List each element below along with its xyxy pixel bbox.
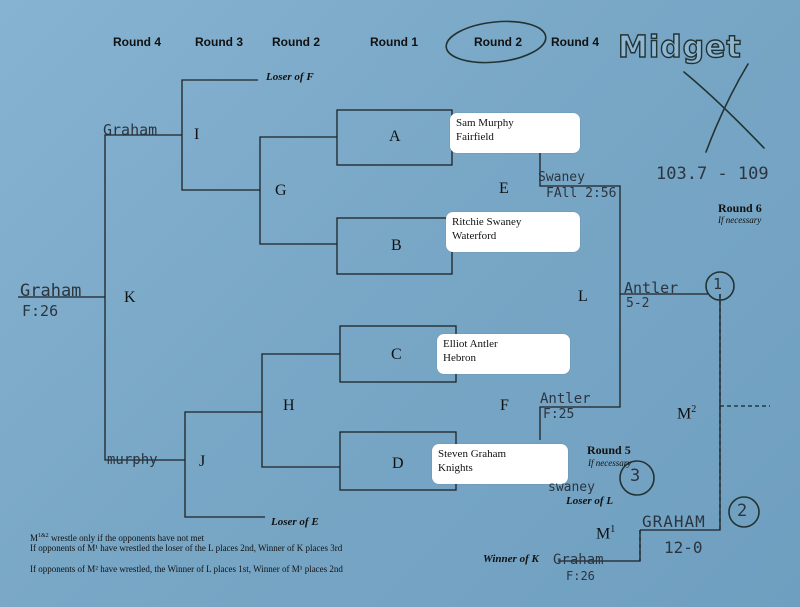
wrestler-card-c: Elliot Antler Hebron xyxy=(437,334,570,374)
header-round-2-right: Round 2 xyxy=(474,35,522,49)
note-loser-of-e: Loser of E xyxy=(271,516,319,528)
wrestler-card-d: Steven Graham Knights xyxy=(432,444,568,484)
bout-label-c: C xyxy=(391,346,402,363)
bout-label-m1: M1 xyxy=(596,524,616,543)
bout-label-g: G xyxy=(275,182,287,199)
handwritten-score-e: FAll 2:56 xyxy=(546,186,617,201)
bout-label-e: E xyxy=(499,180,509,197)
handwritten-place-3: 3 xyxy=(630,466,641,486)
handwritten-winner-i: Graham xyxy=(103,121,158,139)
wrestler-team: Waterford xyxy=(452,230,497,242)
header-round-1: Round 1 xyxy=(370,35,418,49)
handwritten-winner-k: Graham xyxy=(20,281,82,301)
note-winner-of-k: Winner of K xyxy=(483,553,539,565)
bout-label-b: B xyxy=(391,237,402,254)
wrestler-name: Steven Graham xyxy=(438,448,507,460)
handwritten-winner-l: Antler xyxy=(624,279,679,297)
handwritten-graham-m1: GRAHAM xyxy=(642,512,706,531)
handwritten-winner-f: Antler xyxy=(540,391,591,407)
wrestler-team: Hebron xyxy=(443,352,476,364)
handwritten-score-m1: 12-0 xyxy=(664,538,703,557)
footnote-2: If opponents of M¹ have wrestled the los… xyxy=(30,543,343,553)
handwritten-winner-j: murphy xyxy=(107,452,158,468)
wrestler-name: Sam Murphy xyxy=(456,117,514,129)
handwritten-winner-e: Swaney xyxy=(538,170,585,185)
footnote-3: If opponents of M² have wrestled, the Wi… xyxy=(30,564,343,574)
handwritten-score-l: 5-2 xyxy=(626,296,650,311)
wrestler-card-a: Sam Murphy Fairfield xyxy=(450,113,580,153)
division-title: Midget xyxy=(617,29,742,65)
handwritten-place-1: 1 xyxy=(713,275,723,293)
handwritten-weight: 103.7 - 109 xyxy=(656,164,769,184)
handwritten-score-f: F:25 xyxy=(543,407,575,422)
header-round-2-left: Round 2 xyxy=(272,35,320,49)
wrestler-team: Fairfield xyxy=(456,131,494,143)
bout-label-l: L xyxy=(578,288,588,305)
round-5-label: Round 5 xyxy=(587,443,631,457)
note-loser-of-f: Loser of F xyxy=(266,71,314,83)
wrestler-team: Knights xyxy=(438,462,473,474)
bout-label-d: D xyxy=(392,455,404,472)
round-6-label: Round 6 xyxy=(718,201,762,215)
wrestler-card-b: Ritchie Swaney Waterford xyxy=(446,212,580,252)
bout-label-j: J xyxy=(199,453,206,470)
wrestler-name: Ritchie Swaney xyxy=(452,216,522,228)
header-round-4-left: Round 4 xyxy=(113,35,161,49)
note-loser-of-l: Loser of L xyxy=(566,495,614,507)
wrestler-name: Elliot Antler xyxy=(443,338,498,350)
bout-label-a: A xyxy=(389,128,401,145)
bout-label-h: H xyxy=(283,397,295,414)
handwritten-winner-of-k: Graham xyxy=(553,552,604,568)
header-round-3: Round 3 xyxy=(195,35,243,49)
handwritten-place-2: 2 xyxy=(737,501,748,521)
round-5-if-necessary: If necessary xyxy=(588,458,632,468)
bout-label-i: I xyxy=(194,126,200,143)
bout-label-k: K xyxy=(124,289,136,306)
footnote-1: M1&2 wrestle only if the opponents have … xyxy=(30,533,205,543)
handwritten-loser-l: swaney xyxy=(548,480,595,495)
handwritten-winner-of-k-score: F:26 xyxy=(566,569,595,583)
header-round-4-right: Round 4 xyxy=(551,35,599,49)
bout-label-f: F xyxy=(500,397,509,414)
handwritten-score-k: F:26 xyxy=(22,302,59,320)
round-6-if-necessary: If necessary xyxy=(718,215,762,225)
bout-label-m2: M2 xyxy=(677,404,697,423)
